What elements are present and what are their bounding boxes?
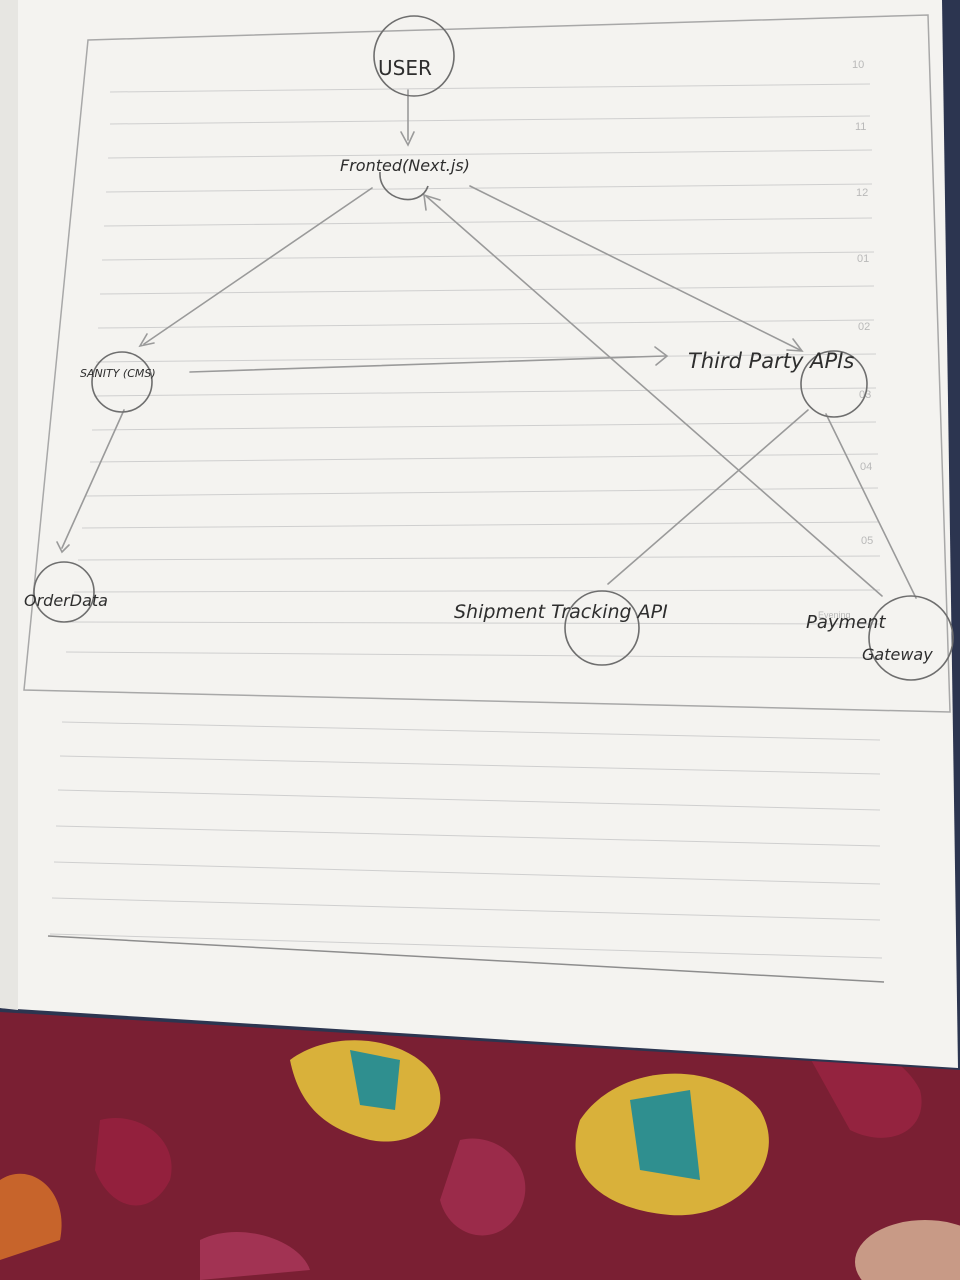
edge-thirdparty-shipment [607,409,809,585]
payment-label-line1: Payment [806,612,887,633]
orderdata-node-circle [33,561,95,623]
payment-label-line2: Gateway [862,645,933,664]
page-number-02: 02 [858,321,870,333]
page-number-12: 12 [856,187,868,199]
user-node-circle [373,15,455,97]
edge-cms-orderdata [61,409,125,549]
payment-node-circle [868,595,954,681]
edge-cms-thirdparty [189,355,666,373]
arrowhead-payment-frontend [423,193,441,211]
thirdparty-node-circle [800,350,868,418]
fabric-floral-pattern [0,1037,922,1280]
edge-thirdparty-payment [825,413,917,599]
evening-label: Evening [818,610,851,620]
bottom-rule [47,935,885,983]
cms-label: SANITY (CMS) [80,367,156,380]
thirdparty-label: Third Party APIs [688,349,854,373]
node-labels: USER Fronted(Next.js) SANITY (CMS) Third… [24,56,933,664]
orderdata-label: OrderData [24,591,108,610]
arrowhead-cms [138,333,155,348]
page-numbers: 10 11 12 01 02 03 04 05 Evening [818,59,873,620]
page-number-11: 11 [855,121,866,133]
arrowhead-thirdparty [786,338,804,352]
edge-frontend-cms [143,187,373,345]
arrowhead-cms-thirdparty [654,346,669,366]
ruled-lines-bottom [49,721,883,959]
arrowhead-frontend [400,131,415,147]
edge-frontend-thirdparty [469,185,801,351]
page-number-01: 01 [857,253,869,265]
shipment-label: Shipment Tracking API [454,601,668,623]
frontend-label: Fronted(Next.js) [340,156,470,175]
paper-sheet [0,0,958,1068]
page-number-04: 04 [860,461,872,473]
diagram-edges [56,89,917,599]
user-label: USER [378,56,432,80]
diagram-frame [23,14,951,713]
ruled-lines-top [65,83,881,659]
cms-node-circle [91,351,153,413]
frontend-node-circle [379,171,429,201]
node-circles [33,15,954,681]
shipment-node-circle [564,590,640,666]
page-number-10: 10 [852,59,864,71]
finger [855,1220,960,1280]
edge-payment-frontend [425,195,883,597]
page-number-05: 05 [861,535,873,547]
arrowhead-orderdata [56,541,70,554]
